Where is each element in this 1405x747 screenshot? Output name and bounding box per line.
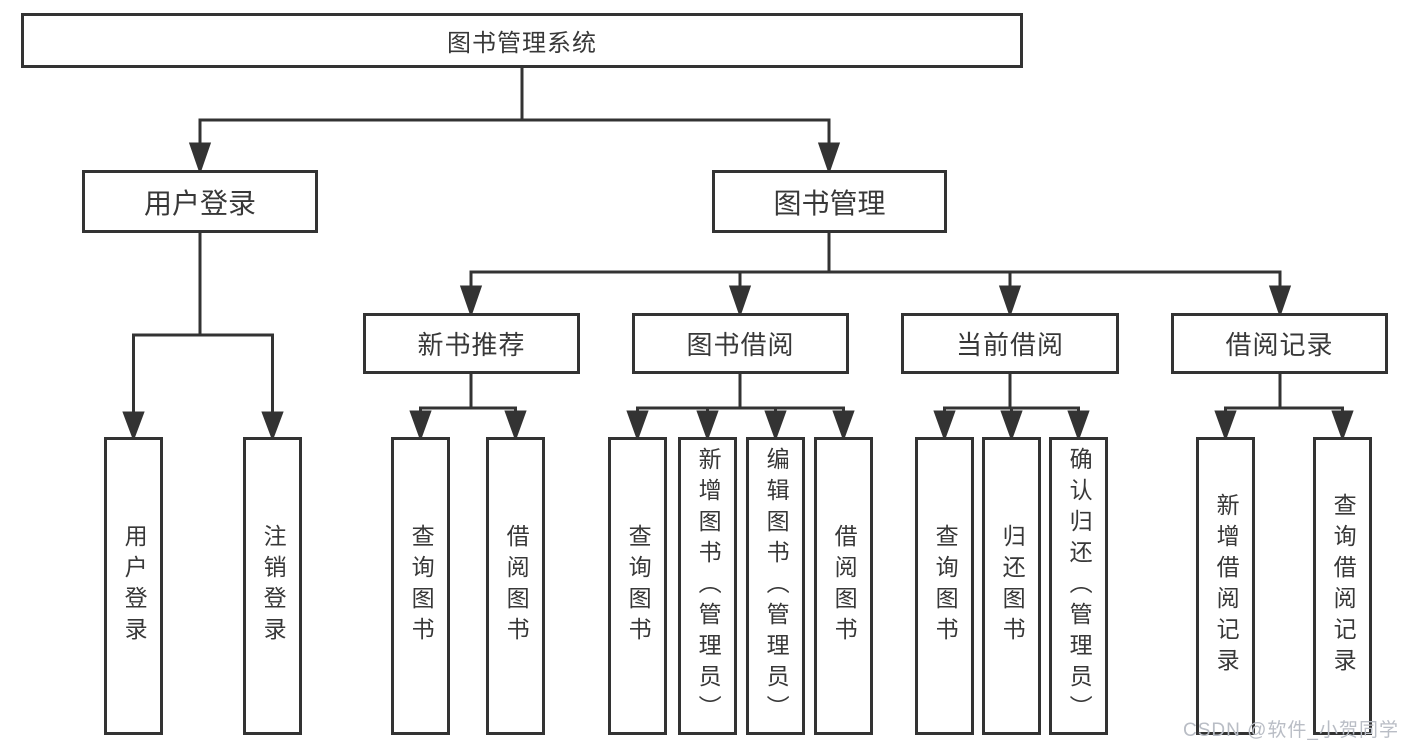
csdn-watermark: CSDN @软件_小贺同学	[1183, 720, 1399, 741]
node-confirm-return-admin: 确认归还（管理员）	[1049, 437, 1108, 735]
node-label: 确认归还（管理员）	[1066, 446, 1093, 726]
node-add-book-admin: 新增图书（管理员）	[678, 437, 737, 735]
node-borrow-books-borrow: 借阅图书	[814, 437, 873, 735]
node-label: 查询图书	[932, 524, 959, 648]
node-new-book-recommend: 新书推荐	[363, 313, 580, 374]
node-query-books-borrow: 查询图书	[608, 437, 667, 735]
node-logout: 注销登录	[243, 437, 302, 735]
node-label: 查询图书	[625, 524, 652, 648]
node-root: 图书管理系统	[21, 13, 1023, 68]
node-query-books-current: 查询图书	[915, 437, 974, 735]
node-label: 查询图书	[408, 524, 435, 648]
node-add-borrow-record: 新增借阅记录	[1196, 437, 1255, 735]
node-label: 新增图书（管理员）	[695, 446, 722, 726]
node-label: 查询借阅记录	[1330, 493, 1357, 679]
node-book-management: 图书管理	[712, 170, 947, 233]
node-label: 注销登录	[260, 524, 287, 648]
node-query-borrow-record: 查询借阅记录	[1313, 437, 1372, 735]
node-user-login-leaf: 用户登录	[104, 437, 163, 735]
node-borrow-books-recommend: 借阅图书	[486, 437, 545, 735]
node-edit-book-admin: 编辑图书（管理员）	[746, 437, 805, 735]
node-current-borrow: 当前借阅	[901, 313, 1119, 374]
node-return-book: 归还图书	[982, 437, 1041, 735]
node-query-books-recommend: 查询图书	[391, 437, 450, 735]
node-label: 归还图书	[999, 524, 1026, 648]
node-label: 编辑图书（管理员）	[763, 446, 790, 726]
node-user-login-branch: 用户登录	[82, 170, 318, 233]
node-borrow-records: 借阅记录	[1171, 313, 1388, 374]
node-book-borrow: 图书借阅	[632, 313, 849, 374]
node-label: 新增借阅记录	[1213, 493, 1240, 679]
node-label: 用户登录	[121, 524, 148, 648]
node-label: 借阅图书	[831, 524, 858, 648]
node-label: 借阅图书	[503, 524, 530, 648]
